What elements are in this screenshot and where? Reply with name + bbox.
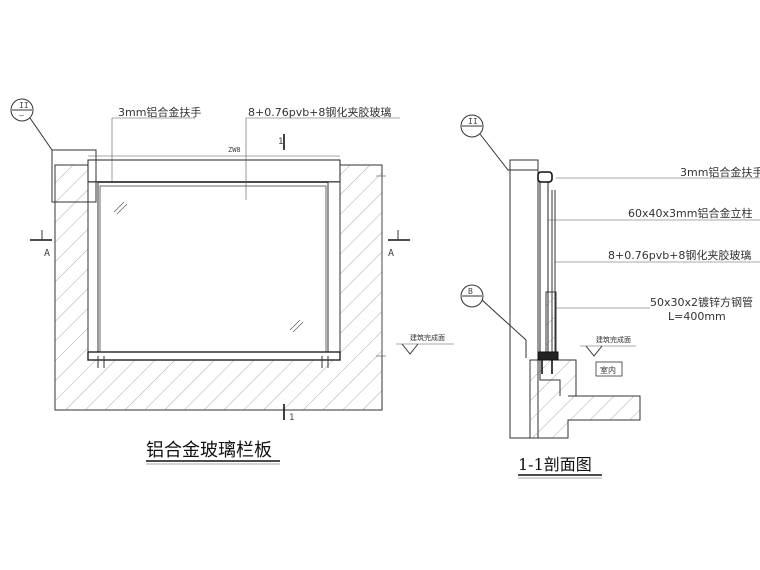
left-title: 铝合金玻璃栏板	[146, 440, 272, 461]
right-ann-post: 60x40x3mm铝合金立柱	[628, 206, 752, 220]
room-label: 室内	[600, 365, 616, 375]
left-floor-label: 建筑完成面	[410, 333, 445, 342]
cut-a-left: A	[44, 248, 50, 259]
glass-pane	[99, 185, 327, 355]
handrail-bar	[87, 159, 341, 183]
svg-text:ZW8: ZW8	[228, 146, 241, 154]
cut-a-right: A	[388, 248, 394, 259]
room-label-box	[595, 361, 623, 377]
svg-text:II: II	[19, 101, 29, 110]
left-ann-glass: 8+0.76pvb+8钢化夹胶玻璃	[248, 105, 391, 119]
svg-text:—: —	[19, 111, 24, 120]
left-post	[87, 181, 99, 361]
section-steel-tube	[545, 291, 557, 359]
svg-text:B: B	[468, 287, 473, 296]
section-mark-top: 1	[278, 137, 283, 147]
right-post	[327, 181, 341, 361]
right-title: 1-1剖面图	[518, 455, 592, 474]
left-ann-handrail: 3mm铝合金扶手	[118, 105, 201, 119]
right-section: II B 3mm铝合金扶手 60x40x3mm铝合金立柱 8+0.76pvb+8…	[460, 114, 760, 479]
right-ann-tube-1: 50x30x2镀锌方钢管	[650, 295, 753, 309]
right-ann-glass: 8+0.76pvb+8钢化夹胶玻璃	[608, 248, 751, 262]
left-elevation: ZW8 II — 3mm铝合金扶手 8+0.76pvb+8钢化夹胶玻璃 1	[10, 98, 454, 465]
right-ann-handrail: 3mm铝合金扶手	[680, 165, 760, 179]
section-handrail	[537, 171, 553, 183]
section-mark-bottom: 1	[289, 413, 294, 423]
right-ann-tube-2: L=400mm	[668, 310, 726, 323]
right-floor-label: 建筑完成面	[596, 335, 631, 344]
svg-text:II: II	[468, 117, 478, 126]
section-slab-hatch	[529, 359, 641, 439]
bottom-rail	[87, 351, 341, 361]
